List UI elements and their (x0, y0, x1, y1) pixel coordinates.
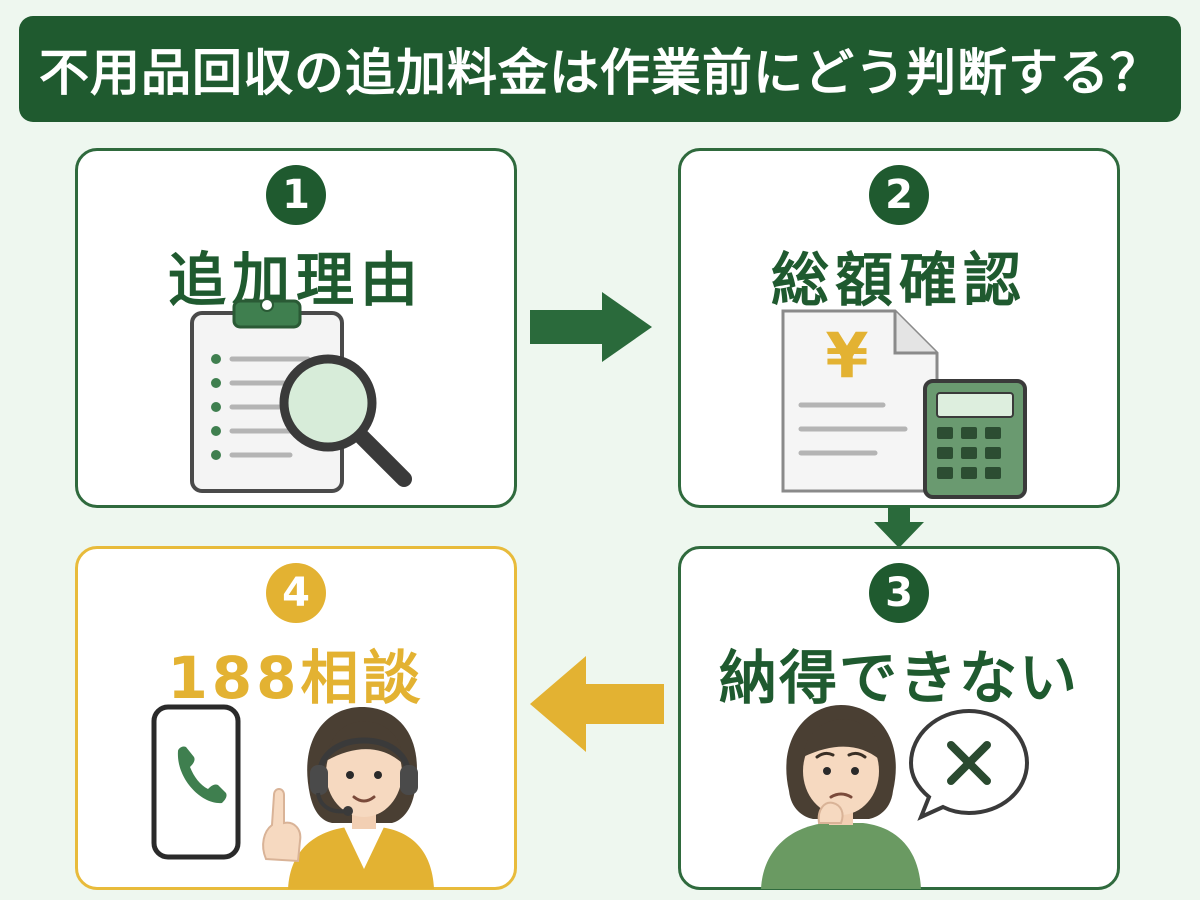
step-number-badge: 2 (869, 165, 929, 225)
title-bar: 不用品回収の追加料金は作業前にどう判断する？ (19, 16, 1181, 122)
arrow-right-icon (530, 292, 652, 362)
page-title: 不用品回収の追加料金は作業前にどう判断する？ (39, 44, 1161, 102)
step-card-2: 2 総額確認 ¥ (678, 148, 1120, 508)
confused-person-x-icon (761, 705, 1030, 889)
step-label: 総額確認 (770, 246, 1027, 314)
phone-operator-icon (151, 704, 434, 889)
step-card-4: 4 188相談 (75, 546, 517, 890)
step-number-badge: 3 (869, 563, 929, 623)
svg-text:¥: ¥ (825, 319, 868, 392)
step-number-badge: 1 (266, 165, 326, 225)
step-card-1: 1 追加理由 (75, 148, 517, 508)
yen-document-calculator-icon: ¥ (781, 309, 1027, 499)
step-label: 188相談 (167, 644, 425, 712)
step-label: 納得できない (718, 644, 1079, 712)
step-number-badge: 4 (266, 563, 326, 623)
step-card-3: 3 納得できない (678, 546, 1120, 890)
arrow-down-icon (874, 506, 924, 548)
arrow-left-icon (530, 656, 664, 752)
clipboard-magnifier-icon (190, 298, 412, 493)
